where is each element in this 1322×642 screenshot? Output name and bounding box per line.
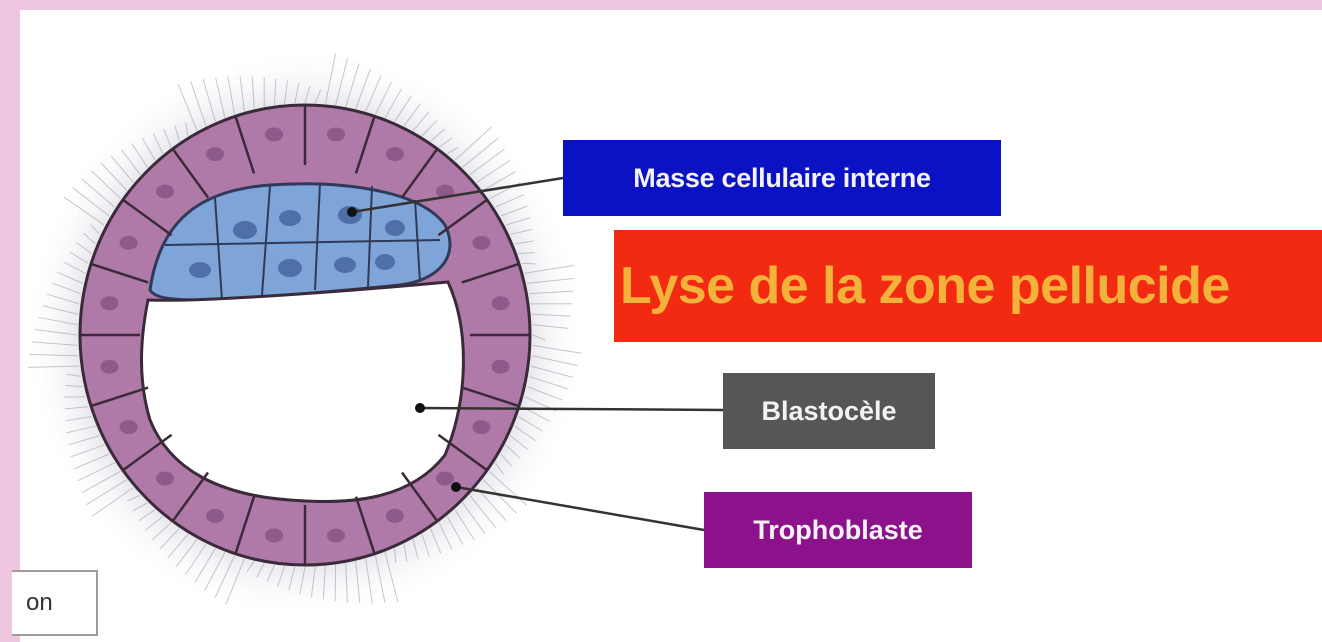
halo-fiber	[522, 263, 536, 264]
trophoblast-nucleus	[100, 296, 118, 310]
trophoblast-nucleus	[472, 420, 490, 434]
trophoblast-nucleus	[120, 236, 138, 250]
label-title: Lyse de la zone pellucide	[614, 230, 1322, 342]
trophoblast-nucleus	[386, 147, 404, 161]
label-blastocoel: Blastocèle	[723, 373, 935, 449]
trophoblast-nucleus	[100, 360, 118, 374]
trophoblast-nucleus	[386, 509, 404, 523]
trophoblast-nucleus	[327, 127, 345, 141]
trophoblast-nucleus	[206, 147, 224, 161]
trophoblast-nucleus	[156, 184, 174, 198]
label-inner-cell-mass: Masse cellulaire interne	[563, 140, 1001, 216]
trophoblast-nucleus	[472, 236, 490, 250]
label-trophoblast: Trophoblaste	[704, 492, 972, 568]
partial-button-label: on	[26, 589, 53, 617]
trophoblast-nucleus	[492, 360, 510, 374]
trophoblast-nucleus	[156, 472, 174, 486]
trophoblast-nucleus	[120, 420, 138, 434]
trophoblast-nucleus	[436, 472, 454, 486]
trophoblast-nucleus	[206, 509, 224, 523]
trophoblast-nucleus	[327, 529, 345, 543]
pointer-dot-trophoblaste	[451, 482, 461, 492]
blastocoel-cavity	[142, 282, 464, 502]
trophoblast-nucleus	[492, 296, 510, 310]
pointer-dot-masse	[347, 207, 357, 217]
partial-button[interactable]: on	[12, 570, 98, 636]
trophoblast-nucleus	[265, 529, 283, 543]
pointer-dot-blastocele	[415, 403, 425, 413]
trophoblast-nucleus	[265, 127, 283, 141]
